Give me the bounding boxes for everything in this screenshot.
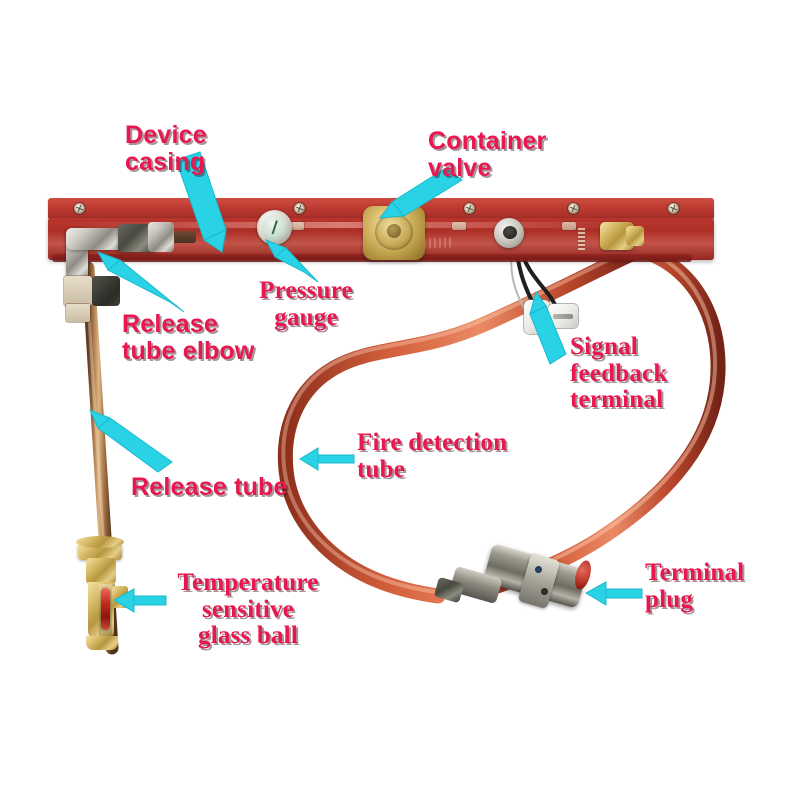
label-fire-detection-tube: Fire detection tube bbox=[357, 429, 508, 483]
label-temperature-sensitive-glass-ball: Temperature sensitive glass ball bbox=[177, 569, 319, 649]
signal-feedback-terminal-connector bbox=[524, 300, 550, 334]
casing-plate bbox=[562, 222, 576, 230]
release-tube-elbow-arm bbox=[66, 228, 124, 250]
casing-screw bbox=[668, 203, 679, 214]
detection-tube-highlight-right bbox=[481, 245, 718, 589]
label-release-tube-elbow: Release tube elbow bbox=[122, 310, 255, 365]
detection-tube-outlet-nut bbox=[626, 226, 644, 246]
casing-plate bbox=[290, 222, 304, 230]
elbow-white-block bbox=[64, 276, 92, 306]
casing-screw bbox=[74, 203, 85, 214]
label-container-valve: Container valve bbox=[428, 127, 547, 182]
elbow-dark-block bbox=[92, 276, 120, 306]
casing-screw bbox=[294, 203, 305, 214]
temperature-sensitive-glass-ball bbox=[101, 588, 110, 630]
glass-ball-foot bbox=[86, 636, 118, 650]
label-signal-feedback-terminal: Signal feedback terminal bbox=[570, 333, 668, 413]
label-release-tube: Release tube bbox=[131, 473, 288, 501]
detection-tube-left-branch bbox=[277, 242, 648, 604]
casing-screw bbox=[464, 203, 475, 214]
release-tube-base-flange bbox=[76, 536, 124, 548]
glass-ball-side-lug bbox=[112, 586, 128, 608]
signal-terminal-slot bbox=[553, 314, 573, 319]
casing-screw bbox=[568, 203, 579, 214]
label-device-casing: Device casing bbox=[125, 121, 207, 176]
label-terminal-plug: Terminal plug bbox=[645, 559, 745, 613]
label-pressure-gauge: Pressure gauge bbox=[259, 277, 353, 331]
casing-plate bbox=[452, 222, 466, 230]
casing-serial-strip bbox=[578, 228, 585, 252]
detection-tube-highlight-left bbox=[281, 244, 640, 594]
elbow-base-block bbox=[66, 304, 90, 322]
elbow-union-nut bbox=[148, 222, 174, 252]
device-casing-gloss bbox=[60, 222, 620, 228]
glass-ball-body bbox=[86, 558, 116, 584]
container-valve-center bbox=[387, 224, 401, 238]
signal-terminal-grommet bbox=[503, 226, 517, 239]
